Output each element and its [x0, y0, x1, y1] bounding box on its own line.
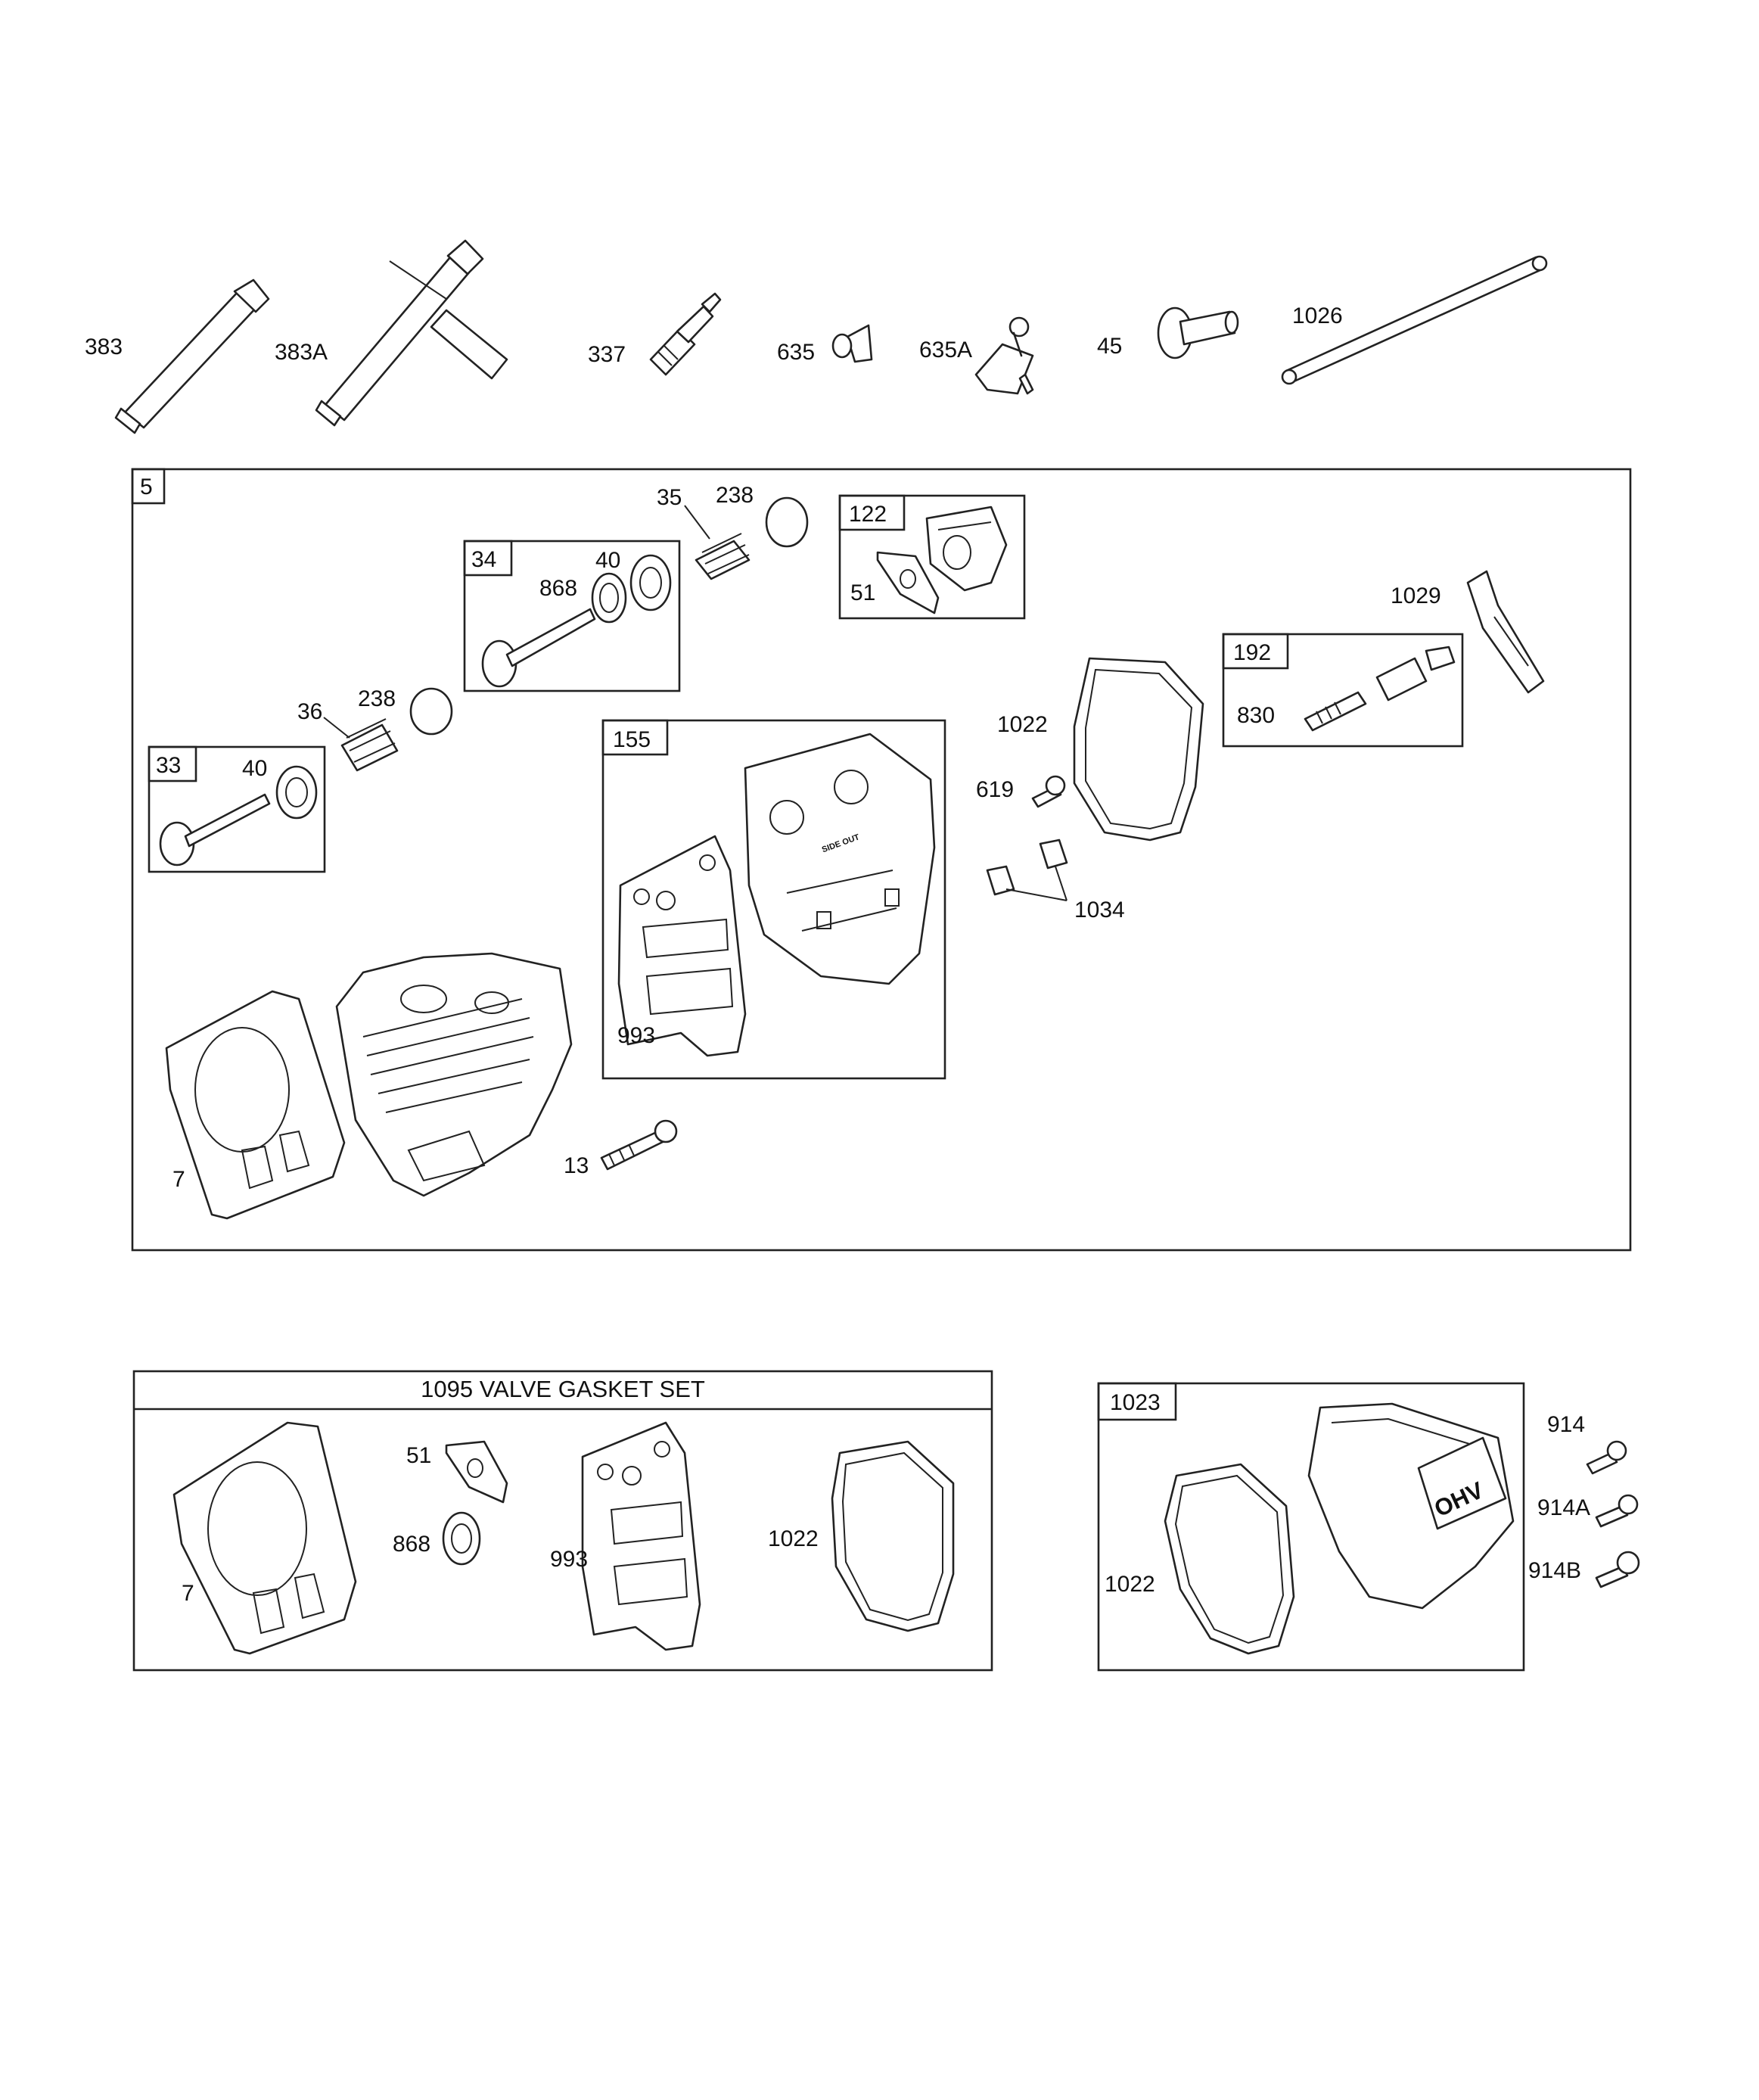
- label-36: 36: [297, 699, 322, 724]
- rocker-arm-1029: [1466, 570, 1545, 694]
- kit-box-34: [463, 540, 681, 692]
- kit-tag-122: [838, 494, 906, 531]
- gasket-set-head-gasket-7: [172, 1421, 357, 1655]
- label-33: 33: [156, 753, 181, 778]
- label-914: 914: [1547, 1412, 1585, 1437]
- valve-spring-35: [695, 533, 751, 580]
- exhaust-valve: [159, 793, 271, 866]
- valve-spring-compressor-383: [114, 278, 270, 434]
- kit-box-122: [838, 494, 1026, 620]
- valve-cap-238b: [409, 687, 453, 736]
- label-238a: 238: [716, 483, 754, 508]
- label-192: 192: [1233, 640, 1271, 665]
- intake-gasket-993: [617, 835, 747, 1057]
- valve-spring-compressor-383a: [315, 239, 508, 427]
- gasket-set-label-51: 51: [406, 1443, 431, 1468]
- label-238b: 238: [358, 686, 396, 711]
- spark-plug-boot-635: [831, 324, 873, 363]
- valve-retainer-40b: [275, 765, 318, 820]
- valve-guide-45: [1157, 306, 1239, 359]
- breather-gasket-51: [876, 551, 940, 614]
- gasket-set-intake-gasket-993: [581, 1421, 701, 1651]
- gasket-set-cover-gasket-1022: [831, 1440, 955, 1632]
- label-635: 635: [777, 340, 815, 365]
- kit-box-155: [601, 719, 946, 1080]
- rocker-stud-830: [1304, 691, 1367, 732]
- screw-914a: [1595, 1494, 1639, 1528]
- kit-box-192: [1222, 633, 1464, 748]
- label-868: 868: [539, 576, 577, 601]
- kit-box-5: [131, 468, 1632, 1252]
- gasket-set-breather-gasket-51: [445, 1440, 508, 1504]
- kit-tag-34: [463, 540, 513, 577]
- screw-914b: [1595, 1551, 1640, 1588]
- kit-tag-5: [131, 468, 166, 505]
- leader-35: [684, 505, 710, 540]
- kit-box-1023: [1097, 1382, 1525, 1672]
- gasket-set-label-993: 993: [550, 1547, 588, 1572]
- gasket-set-label-868: 868: [393, 1532, 430, 1557]
- cover-kit-label-1022: 1022: [1105, 1572, 1155, 1597]
- kit-tag-192: [1222, 633, 1289, 670]
- kit-tag-155: [601, 719, 669, 756]
- label-993: 993: [617, 1023, 655, 1048]
- label-122: 122: [849, 502, 887, 527]
- clip-1034: [986, 838, 1068, 901]
- cylinder-head: [335, 952, 573, 1197]
- label-45: 45: [1097, 334, 1122, 359]
- rocker-cover-gasket-1022: [1073, 657, 1204, 842]
- cover-kit-gasket-1022: [1164, 1463, 1295, 1655]
- kit-box-1095: [132, 1370, 993, 1672]
- label-635a: 635A: [919, 338, 972, 362]
- label-13: 13: [564, 1153, 589, 1178]
- push-rod-1026: [1281, 255, 1548, 385]
- valve-seal-868: [591, 572, 627, 624]
- label-40a: 40: [595, 548, 620, 573]
- rocker-nut: [1375, 646, 1456, 702]
- intake-valve: [481, 608, 596, 688]
- label-914b: 914B: [1528, 1558, 1581, 1583]
- label-40b: 40: [242, 756, 267, 781]
- leader-36: [323, 717, 350, 739]
- kit-tag-1023: [1097, 1382, 1177, 1421]
- label-619: 619: [976, 777, 1014, 802]
- kit-tag-33: [148, 745, 197, 782]
- label-914a: 914A: [1537, 1495, 1590, 1520]
- exhaust-gasket: [744, 733, 936, 985]
- label-7: 7: [172, 1167, 185, 1192]
- label-1023: 1023: [1110, 1390, 1161, 1415]
- label-830: 830: [1237, 703, 1275, 728]
- screw-619: [1031, 775, 1066, 808]
- gasket-set-title: 1095 VALVE GASKET SET: [421, 1376, 705, 1402]
- label-383: 383: [85, 334, 123, 359]
- gasket-set-valve-seal-868: [442, 1511, 481, 1566]
- label-1029: 1029: [1391, 583, 1441, 608]
- label-1026: 1026: [1292, 303, 1343, 328]
- label-337: 337: [588, 342, 626, 367]
- valve-cap-238a: [765, 496, 809, 548]
- screw-914: [1586, 1440, 1627, 1475]
- gasket-set-label-1022: 1022: [768, 1526, 819, 1551]
- breather-body: [925, 506, 1008, 592]
- valve-spring-36: [340, 718, 399, 772]
- label-1022: 1022: [997, 712, 1048, 737]
- spark-plug-boot-635a: [974, 316, 1034, 395]
- head-gasket-7: [165, 990, 346, 1220]
- spark-plug-337: [649, 292, 722, 376]
- label-35: 35: [657, 485, 682, 510]
- label-5: 5: [140, 474, 153, 499]
- gasket-set-label-7: 7: [182, 1581, 194, 1606]
- head-bolt-13: [600, 1119, 678, 1171]
- kit-box-33: [148, 745, 326, 873]
- valve-retainer-40a: [629, 554, 672, 611]
- label-1034: 1034: [1074, 898, 1125, 922]
- label-51: 51: [850, 580, 875, 605]
- rocker-cover: [1307, 1402, 1515, 1610]
- label-383a: 383A: [275, 340, 328, 365]
- label-34: 34: [471, 547, 496, 572]
- label-155: 155: [613, 727, 651, 752]
